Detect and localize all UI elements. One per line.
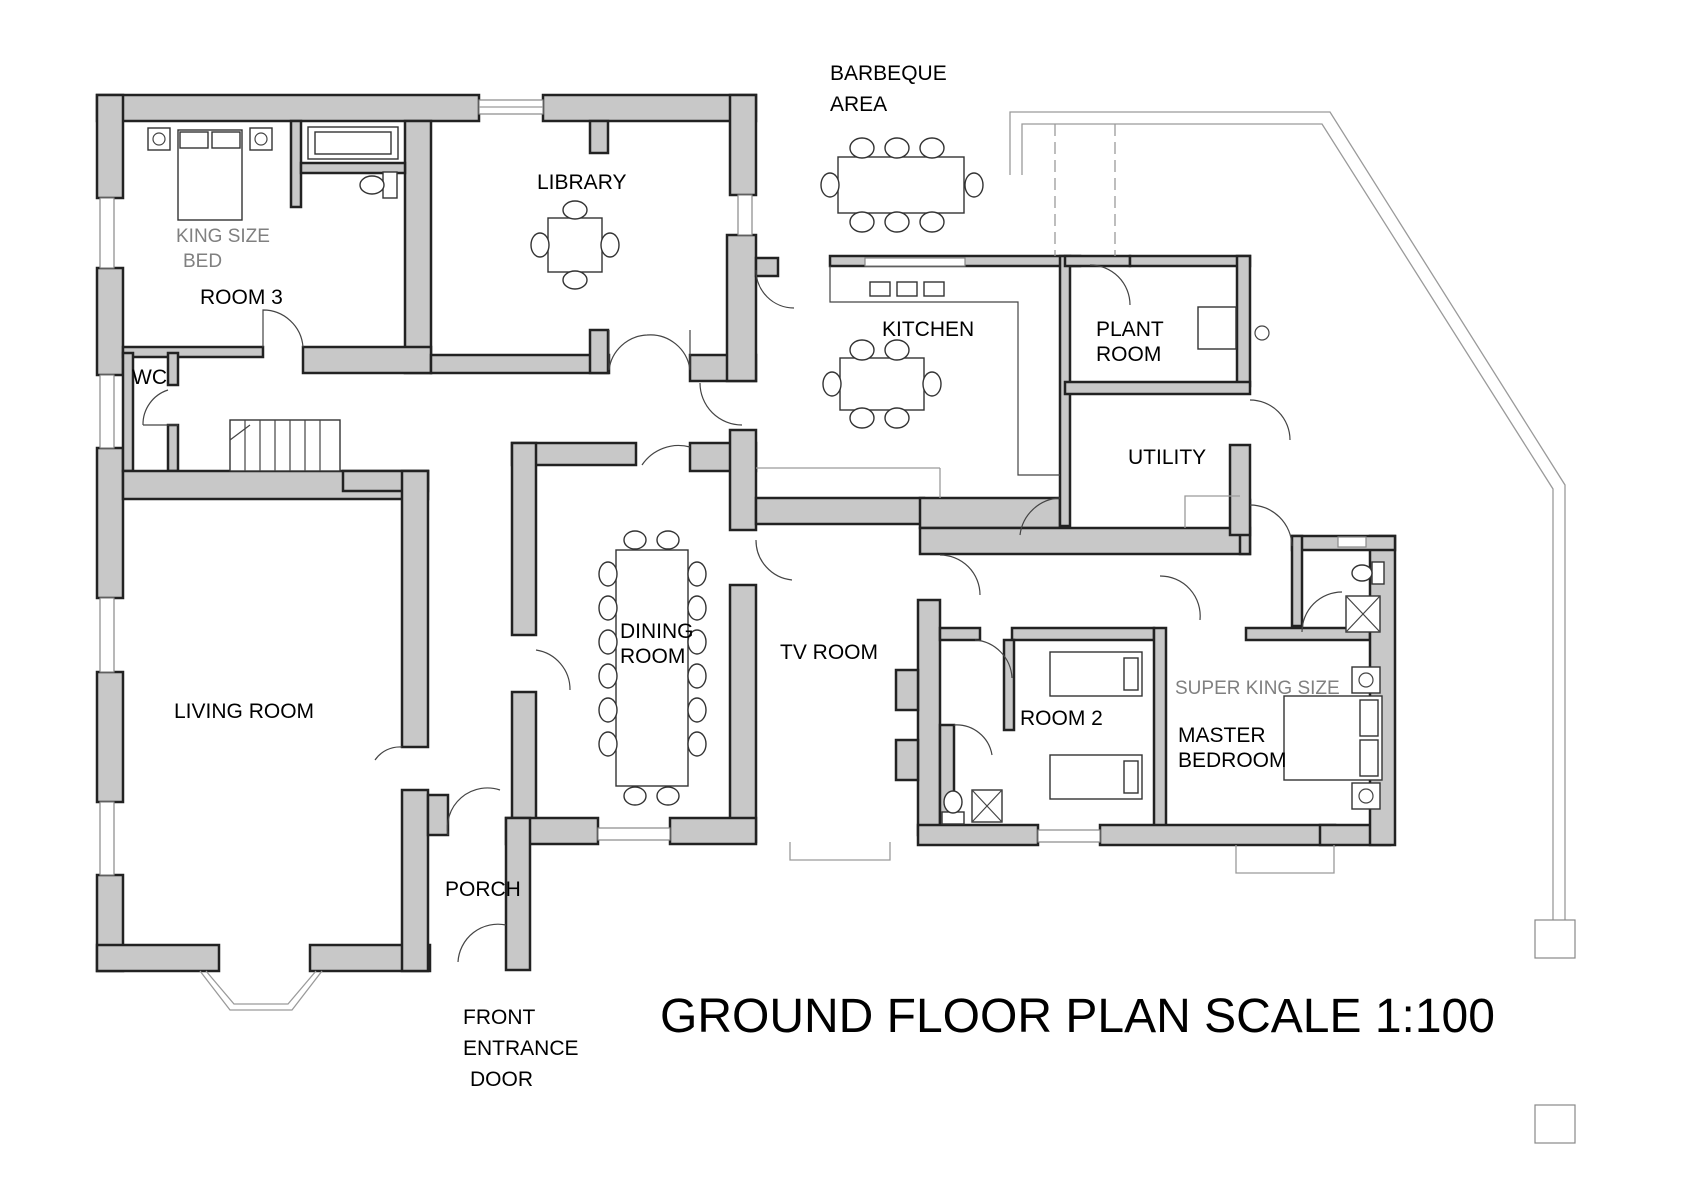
furniture [147,126,1385,825]
walls [95,93,1397,973]
master-bedroom-label-line2: BEDROOM [1178,749,1287,772]
wc-label: WC [132,366,167,389]
king-size-label-line1: KING SIZE [176,226,270,247]
dining-room-label-line2: ROOM [620,645,685,668]
king-size-label-line2: BED [183,251,222,272]
front-door-label-line1: FRONT [463,1006,535,1029]
utility-label: UTILITY [1128,446,1206,469]
room-labels: BARBEQUE AREA LIBRARY KING SIZE BED ROOM… [132,62,1340,1091]
dining-room-label-line1: DINING [620,620,694,643]
master-bedroom-label-line1: MASTER [1178,724,1266,747]
front-door-label-line2: ENTRANCE [463,1037,579,1060]
external-path [1009,111,1576,1144]
library-label: LIBRARY [537,171,627,194]
windows [99,99,1367,1011]
tv-room-label: TV ROOM [780,641,878,664]
room2-label: ROOM 2 [1020,707,1103,730]
front-door-label-line3: DOOR [470,1068,533,1091]
plant-room-label-line2: ROOM [1096,343,1161,366]
doors [142,264,1343,963]
barbeque-label-line2: AREA [830,93,887,116]
drawing-title: GROUND FLOOR PLAN SCALE 1:100 [660,990,1495,1043]
super-king-size-label: SUPER KING SIZE [1175,678,1340,699]
dining-chairs [598,530,707,806]
plant-room-label-line1: PLANT [1096,318,1164,341]
porch-label: PORCH [445,878,521,901]
living-room-label: LIVING ROOM [174,700,314,723]
kitchen-label: KITCHEN [882,318,974,341]
staircase [229,419,341,472]
barbeque-label-line1: BARBEQUE [830,62,947,85]
room3-label: ROOM 3 [200,286,283,309]
